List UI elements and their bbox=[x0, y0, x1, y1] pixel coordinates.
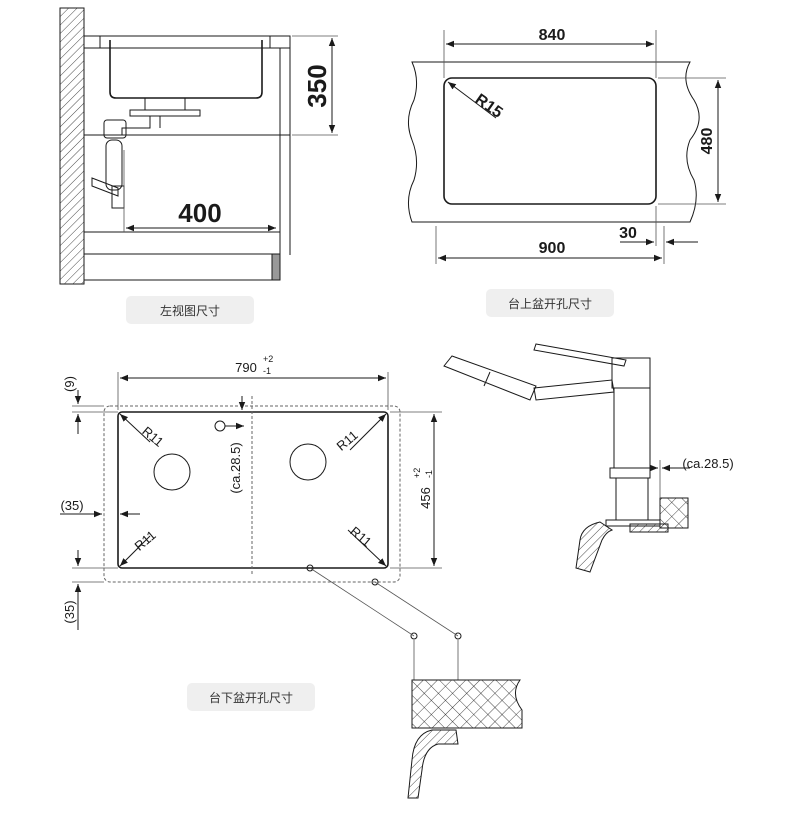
side-view: 350 400 bbox=[59, 7, 338, 285]
side-depth-label: 350 bbox=[302, 64, 332, 107]
under-width-tol-upper: +2 bbox=[263, 354, 273, 364]
cutout-rect bbox=[443, 77, 657, 205]
under-tap-offset-label: (ca.28.5) bbox=[228, 442, 243, 493]
under-radius-tl: R11 bbox=[139, 423, 166, 449]
under-counter-section bbox=[411, 679, 523, 729]
undermount-caption: 台下盆开孔尺寸 bbox=[187, 683, 315, 711]
tap-offset-label: (ca.28.5) bbox=[682, 456, 733, 471]
under-margin-bottom-label: (35) bbox=[62, 600, 77, 623]
side-distance-label: 400 bbox=[178, 198, 221, 228]
drain-right bbox=[289, 443, 327, 481]
under-height-tol-upper: +2 bbox=[412, 468, 422, 478]
top-mount-view: 840 R15 480 900 30 bbox=[408, 27, 726, 264]
under-sink-wall bbox=[407, 729, 459, 799]
under-width-tol-lower: -1 bbox=[263, 366, 271, 376]
tap-view: (ca.28.5) bbox=[443, 343, 734, 573]
under-height-label: 456 bbox=[418, 487, 433, 509]
tap-hole bbox=[214, 420, 226, 432]
under-radius-br: R11 bbox=[347, 523, 374, 549]
side-view-caption: 左视图尺寸 bbox=[126, 296, 254, 324]
undermount-view: (ca.28.5) 790 +2 -1 456 +2 -1 (9) (35) (… bbox=[60, 354, 523, 799]
top-mount-caption: 台上盆开孔尺寸 bbox=[486, 289, 614, 317]
undermount-cutout bbox=[117, 411, 389, 569]
top-offset-label: 30 bbox=[619, 225, 637, 242]
under-margin-left-label: (35) bbox=[60, 498, 83, 513]
under-height-tol-lower: -1 bbox=[424, 470, 434, 478]
under-width-label: 790 bbox=[235, 360, 257, 375]
top-radius-label: R15 bbox=[472, 91, 506, 122]
drain-left bbox=[153, 453, 191, 491]
tap-counter-section bbox=[659, 497, 689, 529]
wall bbox=[59, 7, 85, 285]
under-radius-tr: R11 bbox=[334, 427, 361, 453]
top-total-width-label: 900 bbox=[539, 240, 566, 257]
top-width-label: 840 bbox=[539, 27, 566, 44]
top-height-label: 480 bbox=[699, 128, 716, 155]
under-margin-top-label: (9) bbox=[62, 376, 77, 392]
